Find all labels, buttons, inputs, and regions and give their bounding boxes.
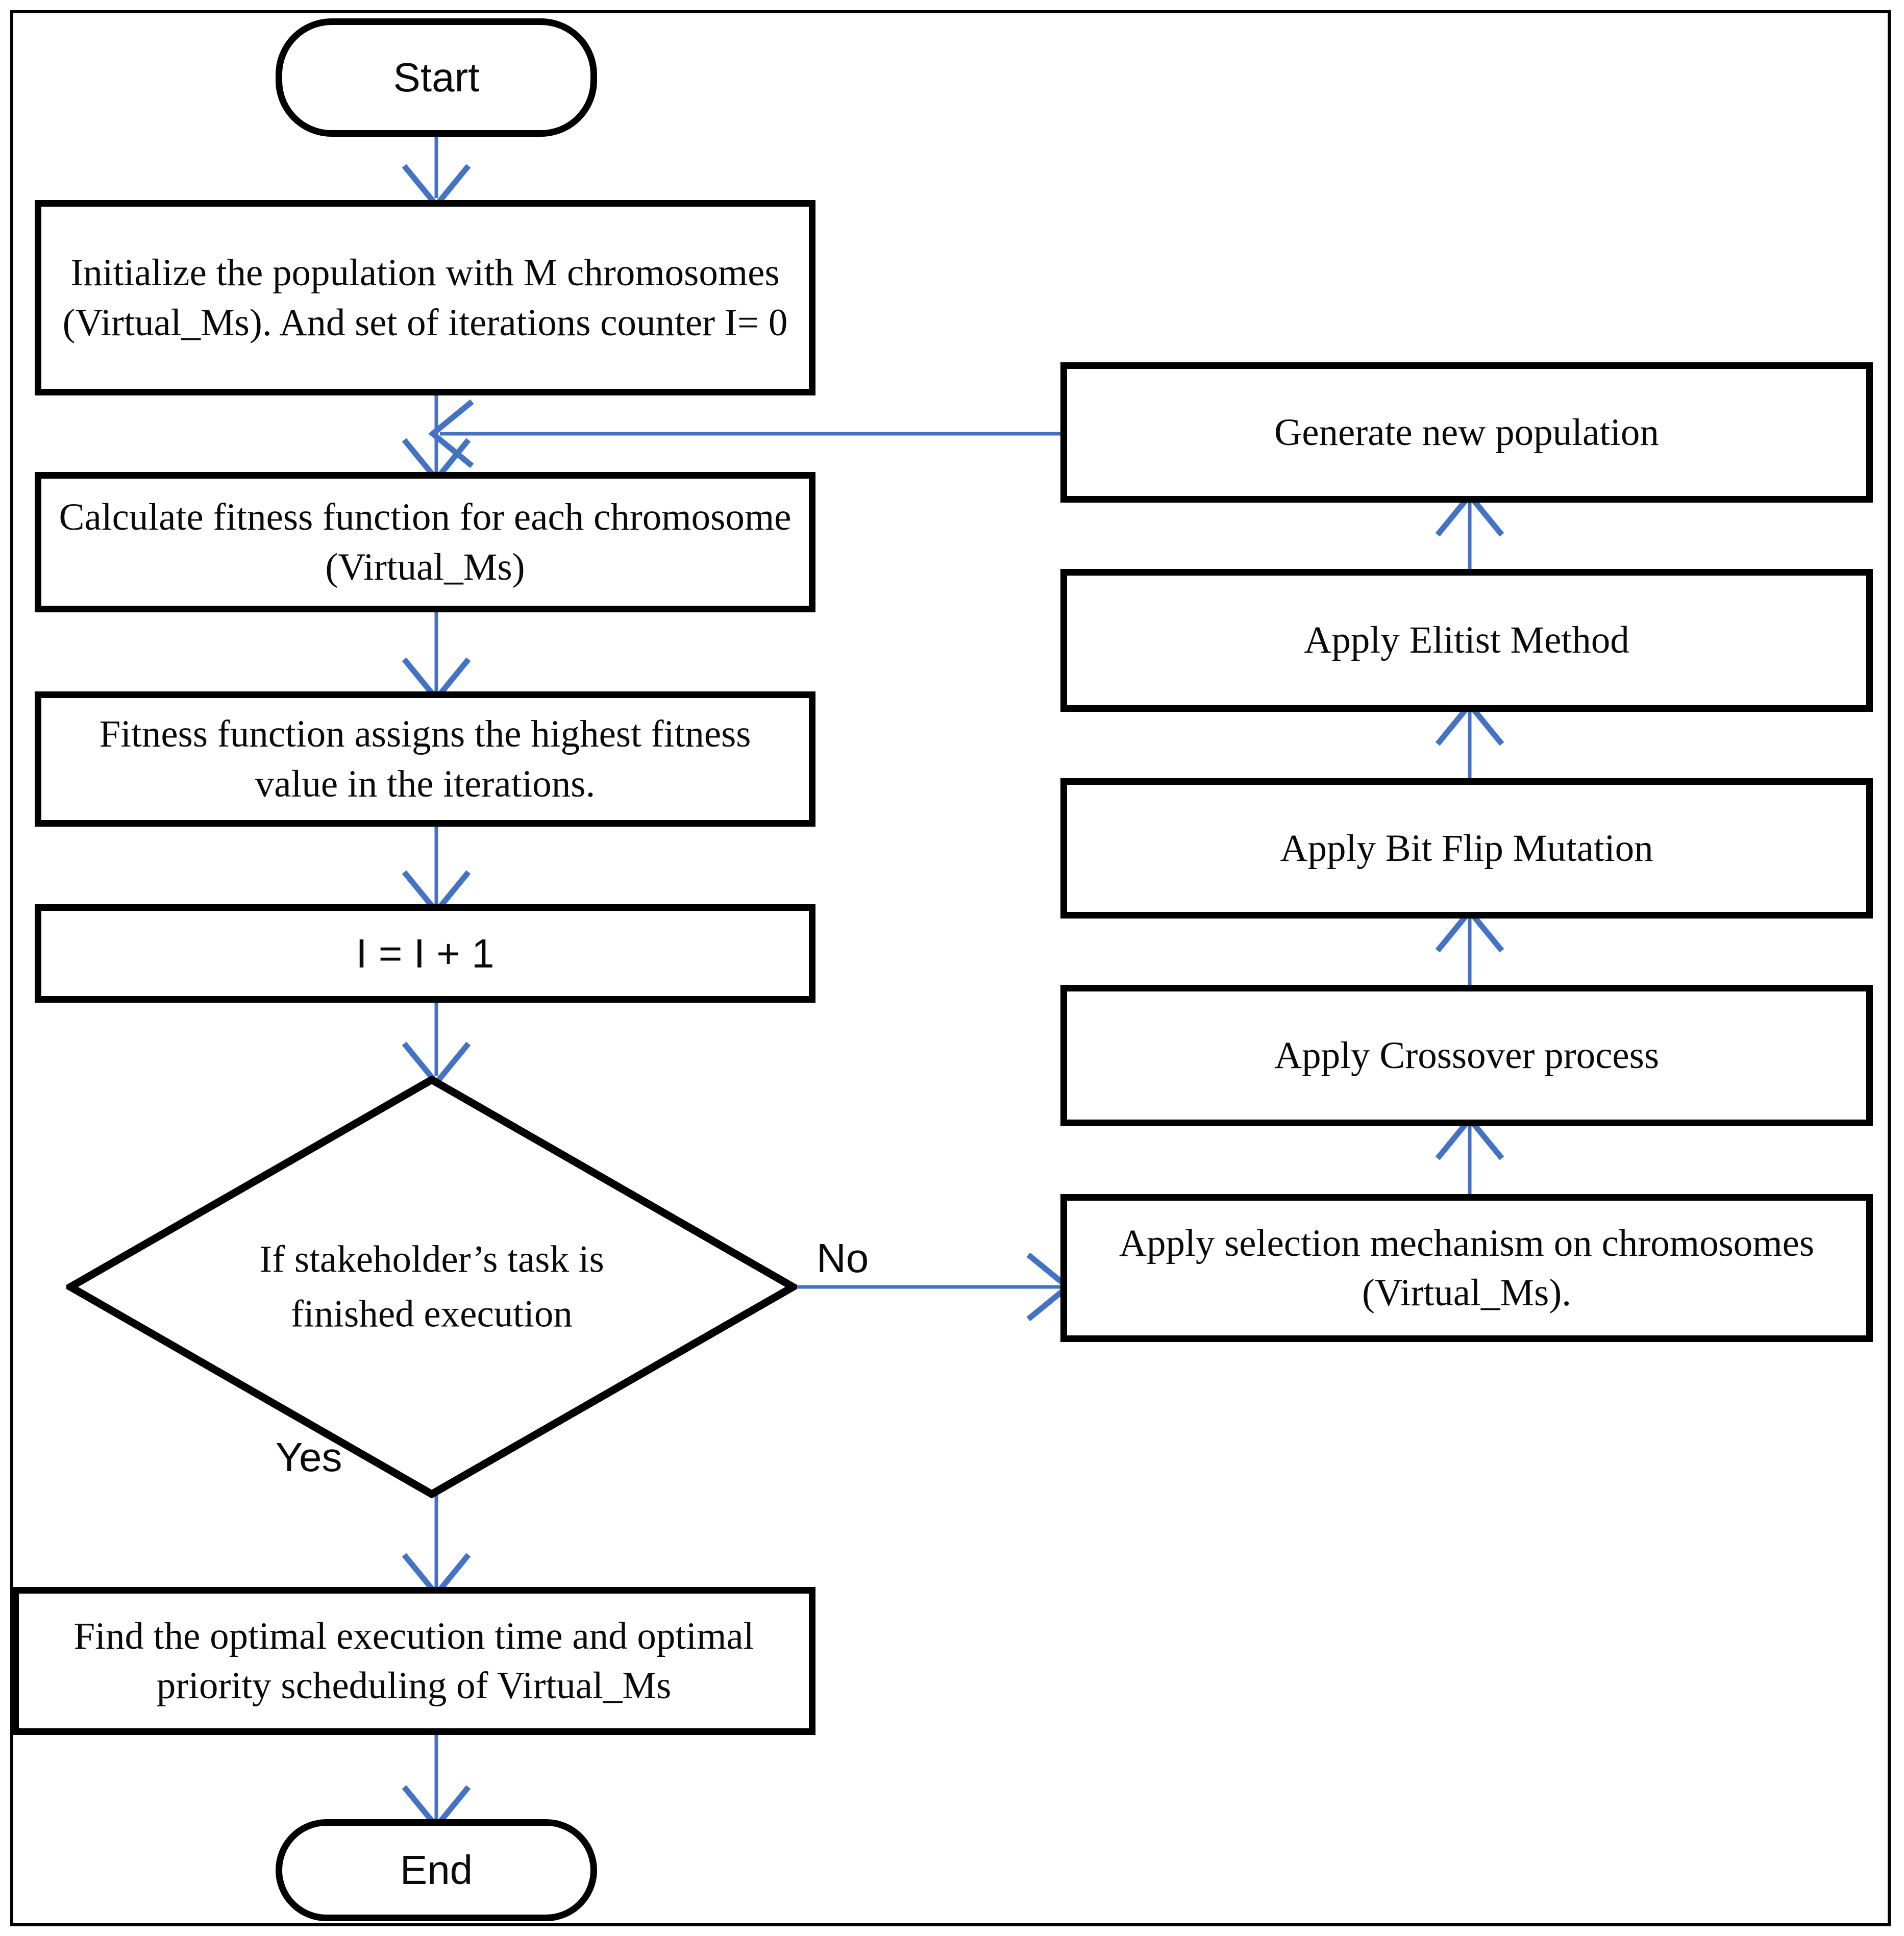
decision-diamond-shape: [66, 1076, 797, 1498]
node-calculate-fitness[interactable]: Calculate fitness function for each chro…: [35, 472, 815, 612]
node-end[interactable]: End: [276, 1819, 597, 1921]
node-generate-population-label: Generate new population: [1274, 411, 1659, 454]
node-initialize-label: Initialize the population with M chromos…: [62, 252, 788, 344]
node-apply-crossover[interactable]: Apply Crossover process: [1060, 985, 1873, 1126]
node-apply-selection[interactable]: Apply selection mechanism on chromosomes…: [1060, 1194, 1873, 1342]
node-increment-counter[interactable]: I = I + 1: [35, 904, 815, 1003]
node-generate-population[interactable]: Generate new population: [1060, 362, 1873, 503]
node-apply-crossover-label: Apply Crossover process: [1274, 1034, 1660, 1077]
node-end-label: End: [400, 1847, 473, 1893]
node-start-label: Start: [393, 55, 480, 100]
node-initialize[interactable]: Initialize the population with M chromos…: [35, 200, 815, 395]
node-apply-elitist[interactable]: Apply Elitist Method: [1060, 569, 1873, 712]
diagram-border: [10, 10, 1891, 1926]
node-assign-fitness-label: Fitness function assigns the highest fit…: [99, 713, 751, 805]
node-calculate-fitness-label: Calculate fitness function for each chro…: [59, 496, 792, 588]
node-increment-counter-label: I = I + 1: [356, 930, 494, 976]
node-start[interactable]: Start: [276, 18, 597, 137]
edge-label-no: No: [817, 1235, 869, 1281]
node-apply-mutation-label: Apply Bit Flip Mutation: [1280, 827, 1653, 870]
node-find-optimal[interactable]: Find the optimal execution time and opti…: [12, 1587, 815, 1735]
node-decision-task-finished-label: If stakeholder’s task is finished execut…: [259, 1238, 604, 1335]
node-find-optimal-label: Find the optimal execution time and opti…: [73, 1615, 754, 1707]
node-apply-mutation[interactable]: Apply Bit Flip Mutation: [1060, 778, 1873, 919]
node-assign-fitness[interactable]: Fitness function assigns the highest fit…: [35, 691, 815, 827]
edge-label-yes: Yes: [276, 1434, 342, 1480]
node-apply-elitist-label: Apply Elitist Method: [1304, 619, 1629, 662]
node-apply-selection-label: Apply selection mechanism on chromosomes…: [1119, 1222, 1815, 1314]
node-decision-task-finished[interactable]: If stakeholder’s task is finished execut…: [66, 1076, 797, 1498]
